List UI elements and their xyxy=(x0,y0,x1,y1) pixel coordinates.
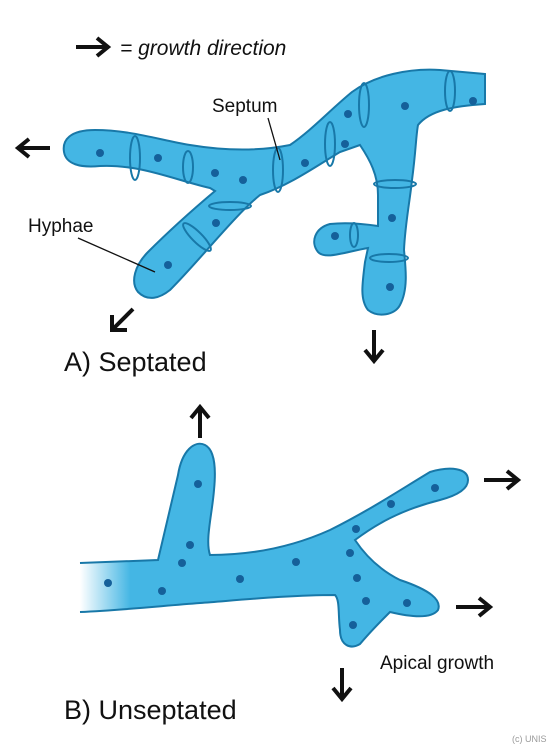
nucleus xyxy=(239,176,247,184)
nucleus xyxy=(362,597,370,605)
nucleus xyxy=(431,484,439,492)
septated-hypha-body xyxy=(62,68,486,316)
nucleus xyxy=(158,587,166,595)
unseptated-hypha xyxy=(79,403,522,703)
nucleus xyxy=(104,579,112,587)
septum-pointer xyxy=(267,117,281,161)
growth-direction-arrows-b xyxy=(189,403,522,703)
nucleus xyxy=(386,283,394,291)
septum-ring xyxy=(324,121,336,167)
septum-ring xyxy=(129,135,141,181)
septum-ring xyxy=(182,150,194,184)
nucleus xyxy=(154,154,162,162)
arrow-right-icon xyxy=(484,469,522,491)
section-a-title: A) Septated xyxy=(64,347,207,377)
unseptated-hypha-outline xyxy=(79,442,470,648)
nucleus xyxy=(344,110,352,118)
growth-direction-arrows-a xyxy=(14,137,385,365)
nucleus xyxy=(292,558,300,566)
nucleus xyxy=(469,97,477,105)
septated-hypha xyxy=(14,68,486,365)
arrow-down-left-icon xyxy=(110,307,135,332)
septum-label: Septum xyxy=(212,96,277,117)
nucleus xyxy=(387,500,395,508)
nucleus xyxy=(331,232,339,240)
nucleus xyxy=(341,140,349,148)
nucleus xyxy=(401,102,409,110)
nucleus xyxy=(388,214,396,222)
septum-ring xyxy=(182,222,212,252)
legend: = growth direction xyxy=(76,36,286,60)
arrow-right-icon xyxy=(456,596,494,618)
septum-ring xyxy=(358,82,370,128)
nucleus xyxy=(211,169,219,177)
hyphae-pointer xyxy=(77,237,156,273)
nucleus xyxy=(301,159,309,167)
septum-ring xyxy=(208,201,252,211)
nucleus xyxy=(346,549,354,557)
septum-ring xyxy=(349,222,359,248)
unseptated-hypha-body xyxy=(80,443,468,647)
apical-growth-label: Apical growth xyxy=(380,653,494,674)
arrow-up-icon xyxy=(189,403,211,438)
arrow-down-icon xyxy=(363,330,385,365)
nucleus xyxy=(352,525,360,533)
arrow-left-icon xyxy=(14,137,50,159)
nucleus xyxy=(353,574,361,582)
hyphae-label: Hyphae xyxy=(28,216,94,237)
arrow-down-icon xyxy=(331,668,353,703)
nucleus xyxy=(194,480,202,488)
septa xyxy=(129,70,456,263)
septum-ring xyxy=(369,253,409,263)
nucleus xyxy=(349,621,357,629)
septum-ring xyxy=(373,179,417,189)
section-b-title: B) Unseptated xyxy=(64,695,237,725)
nucleus xyxy=(164,261,172,269)
legend-arrow-icon xyxy=(76,36,112,58)
nuclei xyxy=(96,97,477,291)
nucleus xyxy=(178,559,186,567)
nuclei xyxy=(104,480,439,629)
septum-ring xyxy=(272,147,284,193)
nucleus xyxy=(212,219,220,227)
nucleus xyxy=(96,149,104,157)
nucleus xyxy=(236,575,244,583)
nucleus xyxy=(403,599,411,607)
nucleus xyxy=(186,541,194,549)
legend-text: = growth direction xyxy=(120,37,286,60)
credit-text: (c) UNIS xyxy=(512,734,547,744)
septum-ring xyxy=(444,70,456,112)
